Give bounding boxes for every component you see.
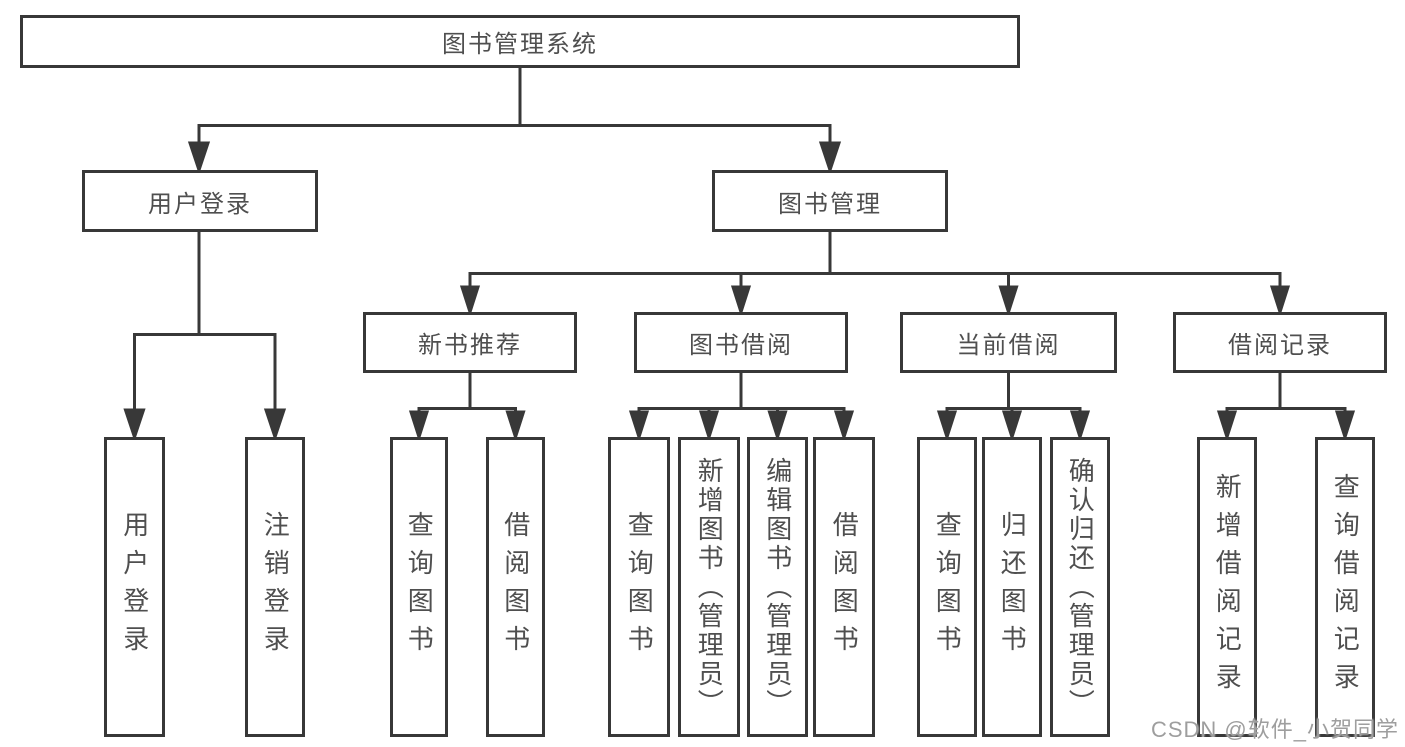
leaf-return-books: 归还图书 (982, 437, 1042, 737)
node-label: 新书推荐 (418, 332, 522, 359)
leaf-user-login: 用户登录 (104, 437, 165, 737)
leaf-query-books-3: 查询图书 (917, 437, 977, 737)
arrowhead (936, 410, 958, 442)
node-label: 编辑图书（管理员） (762, 456, 793, 718)
arrowhead (187, 141, 211, 175)
node-label: 新增借阅记录 (1212, 473, 1243, 701)
arrowhead (998, 285, 1019, 317)
node-borrowing-records: 借阅记录 (1173, 312, 1387, 373)
leaf-logout: 注销登录 (245, 437, 305, 737)
connector-root-to-level2 (187, 68, 842, 175)
node-label: 借阅记录 (1228, 332, 1332, 359)
connector-new-book-recommendation-to-leaves (408, 373, 526, 442)
node-label: 查询图书 (932, 511, 963, 663)
connector-borrowing-records-to-leaves (1216, 373, 1356, 442)
leaf-confirm-return-admin: 确认归还（管理员） (1050, 437, 1110, 737)
leaf-add-books-admin: 新增图书（管理员） (678, 437, 740, 737)
arrowhead (1069, 410, 1091, 442)
arrowhead (1001, 410, 1023, 442)
arrowhead (408, 410, 430, 442)
arrowhead (1269, 285, 1291, 317)
arrowhead (818, 141, 842, 175)
node-label: 用户登录 (119, 511, 150, 663)
connector-book-management-to-level3 (459, 232, 1291, 317)
connector-current-borrowing-to-leaves (936, 373, 1091, 442)
arrowhead (459, 285, 481, 317)
arrowhead (833, 410, 855, 442)
node-label: 借阅图书 (829, 511, 860, 663)
node-label: 查询借阅记录 (1330, 473, 1361, 701)
node-label: 注销登录 (260, 511, 291, 663)
arrowhead (628, 410, 650, 442)
node-label: 确认归还（管理员） (1065, 456, 1096, 718)
node-label: 用户登录 (148, 190, 252, 218)
leaf-borrow-books-2: 借阅图书 (813, 437, 875, 737)
arrowhead (767, 410, 788, 442)
node-new-book-recommendation: 新书推荐 (363, 312, 577, 373)
node-library-management-system: 图书管理系统 (20, 15, 1020, 68)
node-user-login: 用户登录 (82, 170, 318, 232)
node-label: 查询图书 (624, 511, 655, 663)
node-book-management: 图书管理 (712, 170, 948, 232)
arrowhead (505, 410, 526, 442)
arrowhead (1334, 410, 1356, 442)
arrowhead (730, 285, 752, 317)
connector-book-borrowing-to-leaves (628, 373, 855, 442)
node-label: 查询图书 (404, 511, 435, 663)
node-label: 新增图书（管理员） (694, 456, 725, 718)
arrowhead (1216, 410, 1238, 442)
leaf-add-borrow-record: 新增借阅记录 (1197, 437, 1257, 737)
leaf-borrow-books-1: 借阅图书 (486, 437, 545, 737)
leaf-query-borrow-record: 查询借阅记录 (1315, 437, 1375, 737)
leaf-query-books-2: 查询图书 (608, 437, 670, 737)
node-label: 图书管理系统 (442, 31, 598, 58)
node-current-borrowing: 当前借阅 (900, 312, 1117, 373)
arrowhead (263, 408, 287, 442)
node-label: 归还图书 (997, 511, 1028, 663)
node-label: 图书管理 (778, 190, 882, 218)
connector-user-login-to-leaves (123, 232, 287, 442)
node-label: 当前借阅 (956, 332, 1061, 359)
node-label: 借阅图书 (500, 511, 531, 663)
node-label: 图书借阅 (689, 332, 793, 359)
node-book-borrowing: 图书借阅 (634, 312, 848, 373)
arrowhead (698, 410, 720, 442)
arrowhead (123, 408, 146, 442)
leaf-edit-books-admin: 编辑图书（管理员） (747, 437, 808, 737)
leaf-query-books-1: 查询图书 (390, 437, 448, 737)
